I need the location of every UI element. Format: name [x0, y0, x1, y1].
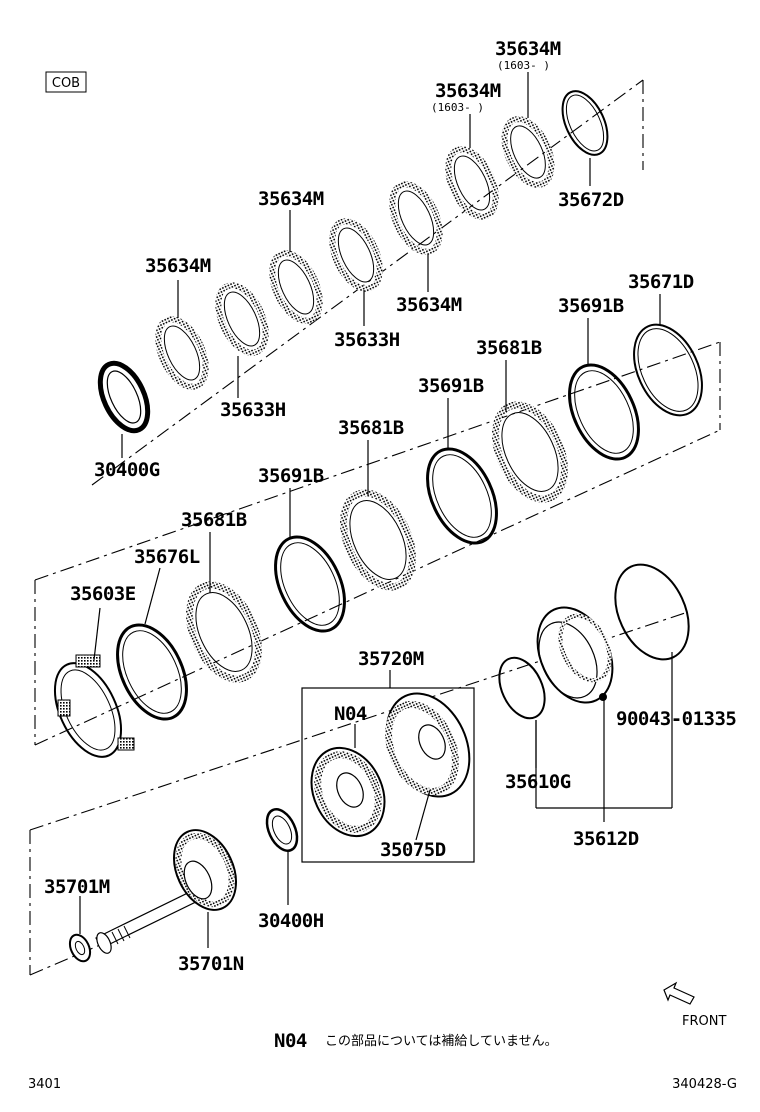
piston-35612D: [536, 606, 614, 704]
shaft-35701N: [95, 829, 237, 954]
code-box: COB: [45, 71, 87, 93]
plate-35634M-c: [389, 181, 443, 255]
disc-35681B-a: [492, 401, 568, 503]
label-35612D: 35612D: [573, 828, 639, 850]
plate-35634M-e: [155, 316, 209, 390]
label-35610G: 35610G: [505, 771, 571, 793]
label-35681B-a: 35681B: [476, 337, 542, 359]
snap-ring-35672D: [561, 90, 609, 156]
plate-35634M-a: [501, 116, 555, 188]
plate-35634M-b: [445, 146, 499, 220]
label-35634M-a-note: (1603- ): [497, 59, 550, 72]
label-35634M-b: 35634M: [435, 80, 501, 102]
planetary-N04: [310, 746, 386, 838]
label-90043-01335: 90043-01335: [616, 708, 736, 730]
label-35671D: 35671D: [628, 271, 694, 293]
label-35634M-b-note: (1603- ): [431, 101, 484, 114]
front-arrow-icon: [663, 981, 695, 1005]
label-35691B-b: 35691B: [418, 375, 484, 397]
label-35681B-b: 35681B: [338, 417, 404, 439]
label-35720M: 35720M: [358, 648, 424, 670]
label-35633H-b: 35633H: [220, 399, 286, 421]
label-35634M-a: 35634M: [495, 38, 561, 60]
front-label: FRONT: [682, 1014, 726, 1029]
footnote-text: この部品については補給していません。: [325, 1034, 558, 1049]
disc-35633H-a: [329, 218, 383, 292]
plate-35691B-a: [568, 363, 640, 461]
label-35633H-a: 35633H: [334, 329, 400, 351]
ring-30400G: [97, 360, 151, 434]
label-35603E: 35603E: [70, 583, 136, 605]
label-35634M-c: 35634M: [396, 294, 462, 316]
leader-lines: [79, 72, 673, 948]
plate-35676L: [116, 623, 188, 721]
label-35075D: 35075D: [380, 839, 446, 861]
label-35681B-c: 35681B: [181, 509, 247, 531]
footnote-code: N04: [274, 1030, 307, 1052]
plate-35634M-d: [269, 250, 323, 324]
label-N04: N04: [334, 703, 367, 725]
label-30400H: 30400H: [258, 910, 324, 932]
label-35634M-d: 35634M: [258, 188, 324, 210]
label-35691B-a: 35691B: [558, 295, 624, 317]
snap-ring-35671D: [633, 323, 703, 417]
o-ring-90043-01335: [614, 563, 690, 661]
page-number: 3401: [28, 1077, 61, 1092]
o-ring-35610G: [498, 656, 546, 720]
plate-35691B-b: [426, 447, 498, 545]
disc-35681B-b: [340, 489, 416, 591]
figure-id: 340428-G: [672, 1077, 737, 1092]
assembly-35720M-box: [301, 687, 475, 863]
label-35691B-c: 35691B: [258, 465, 324, 487]
disc-35681B-c: [186, 581, 262, 683]
label-35634M-e: 35634M: [145, 255, 211, 277]
code-box-label: COB: [52, 76, 80, 91]
label-35701M: 35701M: [44, 876, 110, 898]
ring-gear-35075D: [385, 692, 471, 798]
label-35676L: 35676L: [134, 546, 200, 568]
label-30400G: 30400G: [94, 459, 160, 481]
part-labels: 35634M (1603- ) 35634M (1603- ) 35672D 3…: [44, 38, 737, 975]
label-35701N: 35701N: [178, 953, 244, 975]
plate-35691B-c: [274, 535, 346, 633]
label-35672D: 35672D: [558, 189, 624, 211]
disc-35633H-b: [215, 282, 269, 356]
dashed-boundaries: [29, 79, 721, 976]
washer-35701M: [68, 933, 92, 963]
footnote: N04 この部品については補給していません。: [274, 1030, 558, 1052]
washer-30400H: [265, 808, 299, 852]
front-indicator: FRONT: [663, 981, 726, 1029]
